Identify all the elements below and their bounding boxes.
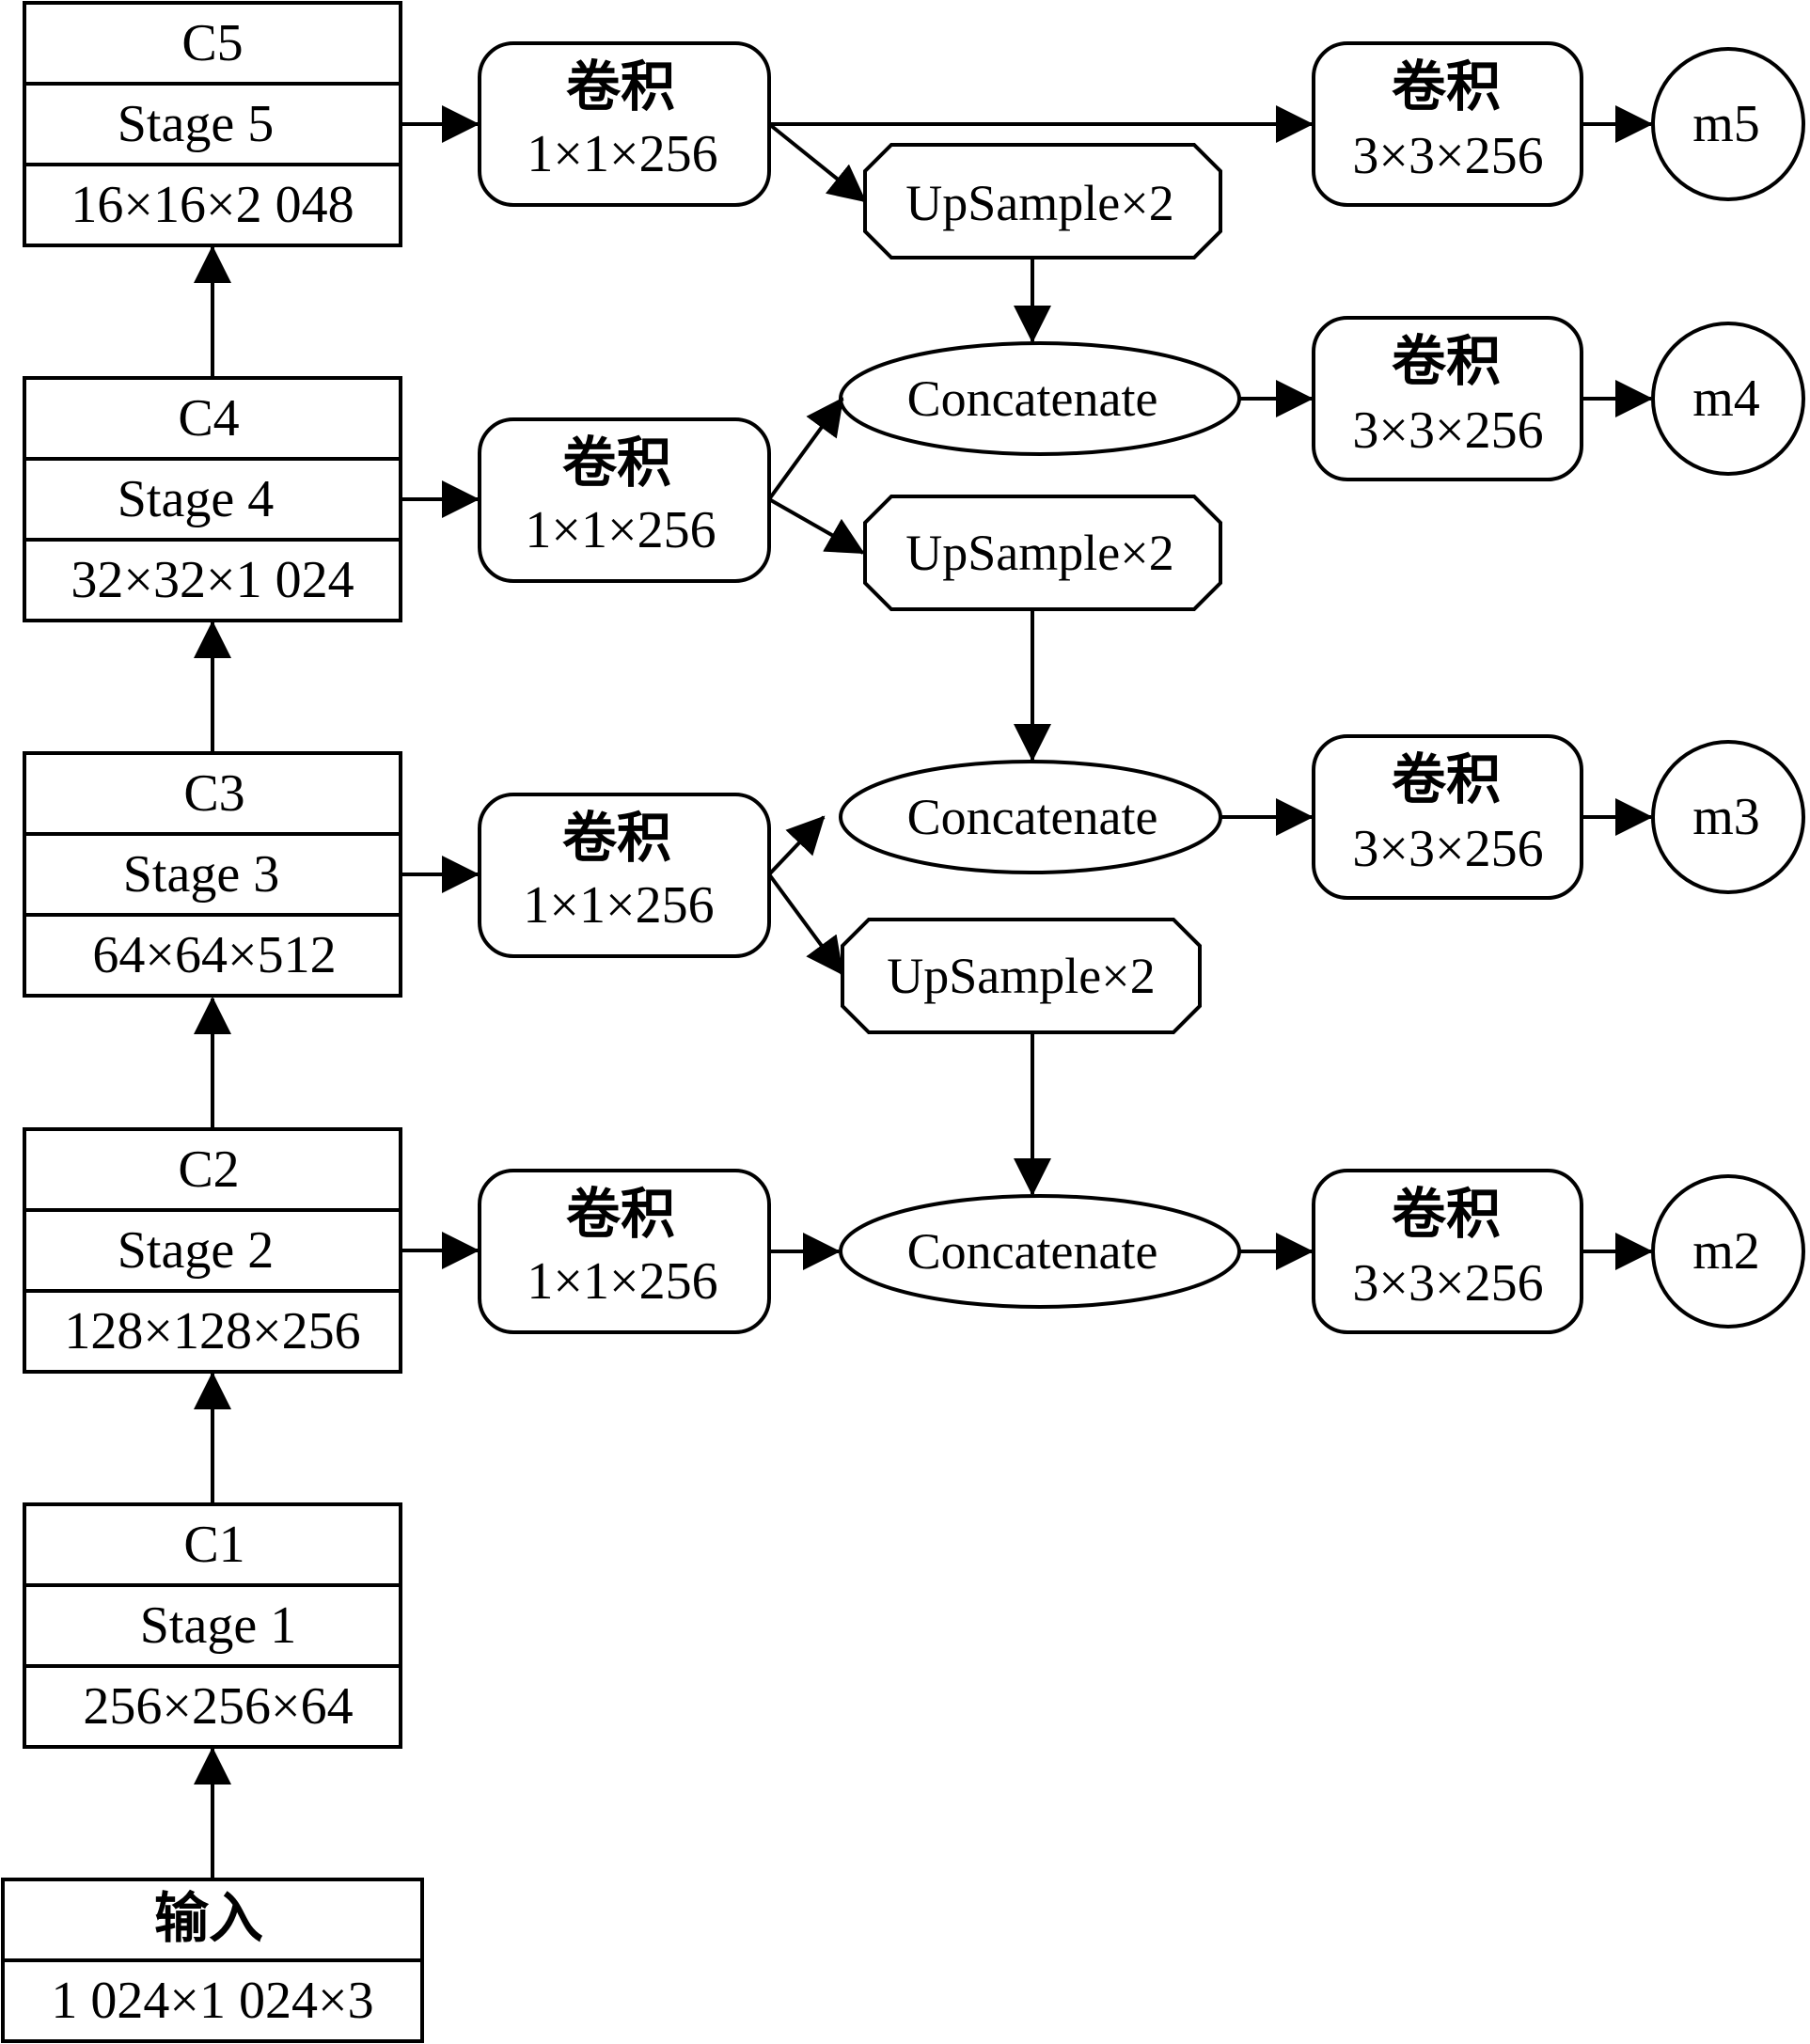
lateral-conv-3: 卷积 1×1×256 bbox=[478, 793, 771, 958]
upsample-4: UpSample×2 bbox=[863, 495, 1222, 611]
arrow-conv5-upsample5 bbox=[767, 122, 867, 203]
arrow-conv3-concat3 bbox=[767, 815, 826, 876]
svg-text:m2: m2 bbox=[1692, 1222, 1760, 1281]
c1-name: C1 bbox=[183, 1516, 244, 1574]
svg-text:卷积: 卷积 bbox=[1392, 329, 1501, 393]
concat-2: Concatenate bbox=[839, 1194, 1241, 1309]
lateral-conv-2: 卷积 1×1×256 bbox=[478, 1169, 771, 1334]
svg-text:卷积: 卷积 bbox=[562, 806, 671, 870]
svg-text:Concatenate: Concatenate bbox=[907, 1223, 1158, 1280]
backbone-c5: C5 Stage 5 16×16×2 048 bbox=[23, 1, 402, 247]
svg-text:卷积: 卷积 bbox=[1392, 1182, 1501, 1246]
output-conv-3: 卷积 3×3×256 bbox=[1312, 734, 1583, 900]
c4-shape: 32×32×1 024 bbox=[71, 551, 354, 609]
svg-text:UpSample×2: UpSample×2 bbox=[905, 175, 1173, 231]
svg-text:UpSample×2: UpSample×2 bbox=[905, 525, 1173, 581]
backbone-c1: C1 Stage 1 256×256×64 bbox=[23, 1502, 402, 1749]
c3-shape: 64×64×512 bbox=[92, 926, 336, 984]
c4-name: C4 bbox=[178, 389, 239, 448]
svg-text:Concatenate: Concatenate bbox=[907, 370, 1158, 427]
svg-text:卷积: 卷积 bbox=[1392, 747, 1501, 811]
svg-text:Concatenate: Concatenate bbox=[907, 789, 1158, 845]
svg-text:m4: m4 bbox=[1692, 369, 1760, 428]
upsample-5: UpSample×2 bbox=[863, 143, 1222, 259]
lateral-conv-4: 卷积 1×1×256 bbox=[478, 417, 771, 583]
c1-stage: Stage 1 bbox=[140, 1596, 296, 1655]
svg-text:UpSample×2: UpSample×2 bbox=[887, 948, 1155, 1004]
output-conv-4: 卷积 3×3×256 bbox=[1312, 316, 1583, 481]
output-conv-2: 卷积 3×3×256 bbox=[1312, 1169, 1583, 1334]
svg-text:3×3×256: 3×3×256 bbox=[1352, 127, 1543, 185]
c5-stage: Stage 5 bbox=[118, 95, 274, 153]
upsample-3: UpSample×2 bbox=[841, 918, 1202, 1034]
c3-name: C3 bbox=[183, 764, 244, 823]
input-shape: 1 024×1 024×3 bbox=[51, 1972, 373, 2030]
output-m2: m2 bbox=[1651, 1174, 1805, 1329]
c5-name: C5 bbox=[181, 14, 243, 72]
svg-text:卷积: 卷积 bbox=[1392, 55, 1501, 118]
svg-text:1×1×256: 1×1×256 bbox=[523, 876, 714, 935]
c4-stage: Stage 4 bbox=[118, 470, 274, 528]
backbone-c3: C3 Stage 3 64×64×512 bbox=[23, 751, 402, 998]
svg-text:卷积: 卷积 bbox=[566, 1182, 675, 1246]
arrow-conv3-upsample3 bbox=[767, 873, 844, 976]
svg-text:3×3×256: 3×3×256 bbox=[1352, 401, 1543, 460]
output-m3: m3 bbox=[1651, 740, 1805, 894]
concat-4: Concatenate bbox=[839, 341, 1241, 456]
output-m4: m4 bbox=[1651, 322, 1805, 476]
c2-shape: 128×128×256 bbox=[64, 1302, 360, 1360]
c3-stage: Stage 3 bbox=[123, 845, 279, 904]
c2-stage: Stage 2 bbox=[118, 1221, 274, 1280]
backbone-c2: C2 Stage 2 128×128×256 bbox=[23, 1127, 402, 1374]
backbone-c4: C4 Stage 4 32×32×1 024 bbox=[23, 376, 402, 622]
lateral-conv-5: 卷积 1×1×256 bbox=[478, 41, 771, 207]
svg-text:3×3×256: 3×3×256 bbox=[1352, 820, 1543, 878]
svg-text:1×1×256: 1×1×256 bbox=[527, 125, 717, 183]
arrow-conv4-concat4 bbox=[767, 397, 844, 501]
input-label: 输入 bbox=[154, 1886, 263, 1950]
svg-text:1×1×256: 1×1×256 bbox=[525, 501, 716, 559]
svg-text:3×3×256: 3×3×256 bbox=[1352, 1254, 1543, 1313]
svg-text:m3: m3 bbox=[1692, 788, 1760, 846]
svg-text:卷积: 卷积 bbox=[566, 55, 675, 118]
c2-name: C2 bbox=[178, 1140, 239, 1199]
concat-3: Concatenate bbox=[839, 760, 1222, 874]
svg-text:卷积: 卷积 bbox=[562, 431, 671, 495]
output-conv-5: 卷积 3×3×256 bbox=[1312, 41, 1583, 207]
c5-shape: 16×16×2 048 bbox=[71, 176, 354, 234]
input-block: 输入 1 024×1 024×3 bbox=[1, 1878, 424, 2043]
output-m5: m5 bbox=[1651, 47, 1805, 201]
c1-shape: 256×256×64 bbox=[83, 1677, 353, 1736]
svg-text:1×1×256: 1×1×256 bbox=[527, 1252, 717, 1311]
arrow-conv4-upsample4 bbox=[768, 497, 865, 555]
svg-text:m5: m5 bbox=[1692, 95, 1760, 153]
